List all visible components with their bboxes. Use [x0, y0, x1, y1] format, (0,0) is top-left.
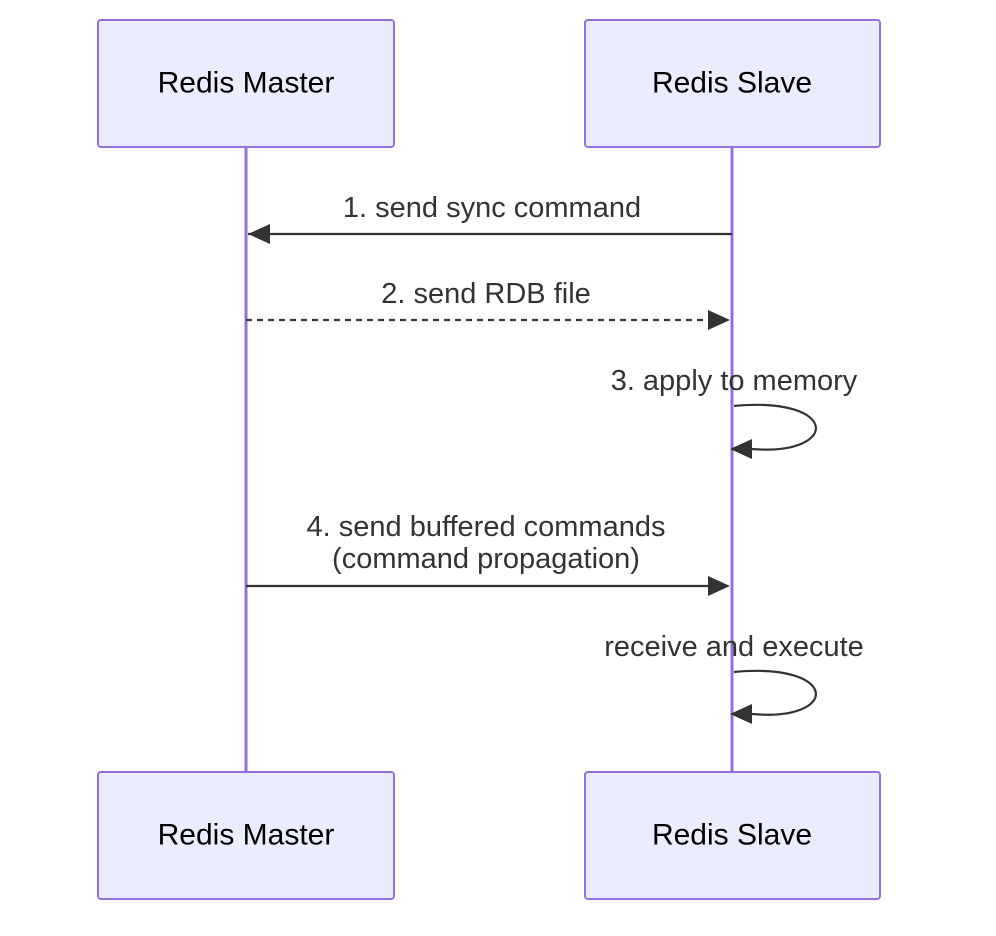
- actor-slave-bottom-label: Redis Slave: [652, 819, 812, 852]
- actor-slave-top-label: Redis Slave: [652, 67, 812, 100]
- message-4-label-line-1: 4. send buffered commands: [307, 511, 666, 543]
- message-3: 3. apply to memory: [611, 365, 858, 459]
- message-3-label: 3. apply to memory: [611, 365, 858, 397]
- actor-master-bottom: Redis Master: [97, 771, 395, 900]
- actor-master-top: Redis Master: [97, 19, 395, 148]
- message-2-label: 2. send RDB file: [381, 278, 591, 310]
- message-1: 1. send sync command: [248, 192, 732, 244]
- message-3-arrowhead: [730, 439, 752, 459]
- message-3-loop: [733, 403, 817, 451]
- message-5-loop: [733, 669, 817, 716]
- actor-master-bottom-label: Redis Master: [158, 819, 335, 852]
- message-1-arrowhead: [248, 224, 270, 244]
- message-5-arrowhead: [730, 704, 752, 724]
- actor-master-top-label: Redis Master: [158, 67, 335, 100]
- message-4: 4. send buffered commands (command propa…: [246, 511, 730, 596]
- message-5: receive and execute: [604, 631, 864, 724]
- message-1-label: 1. send sync command: [343, 192, 641, 224]
- actor-slave-top: Redis Slave: [584, 19, 881, 148]
- message-4-label-line-2: (command propagation): [332, 543, 640, 575]
- message-2-arrowhead: [708, 310, 730, 330]
- message-5-label: receive and execute: [604, 631, 864, 663]
- actor-slave-bottom: Redis Slave: [584, 771, 881, 900]
- message-4-arrowhead: [708, 576, 730, 596]
- message-2: 2. send RDB file: [246, 278, 730, 330]
